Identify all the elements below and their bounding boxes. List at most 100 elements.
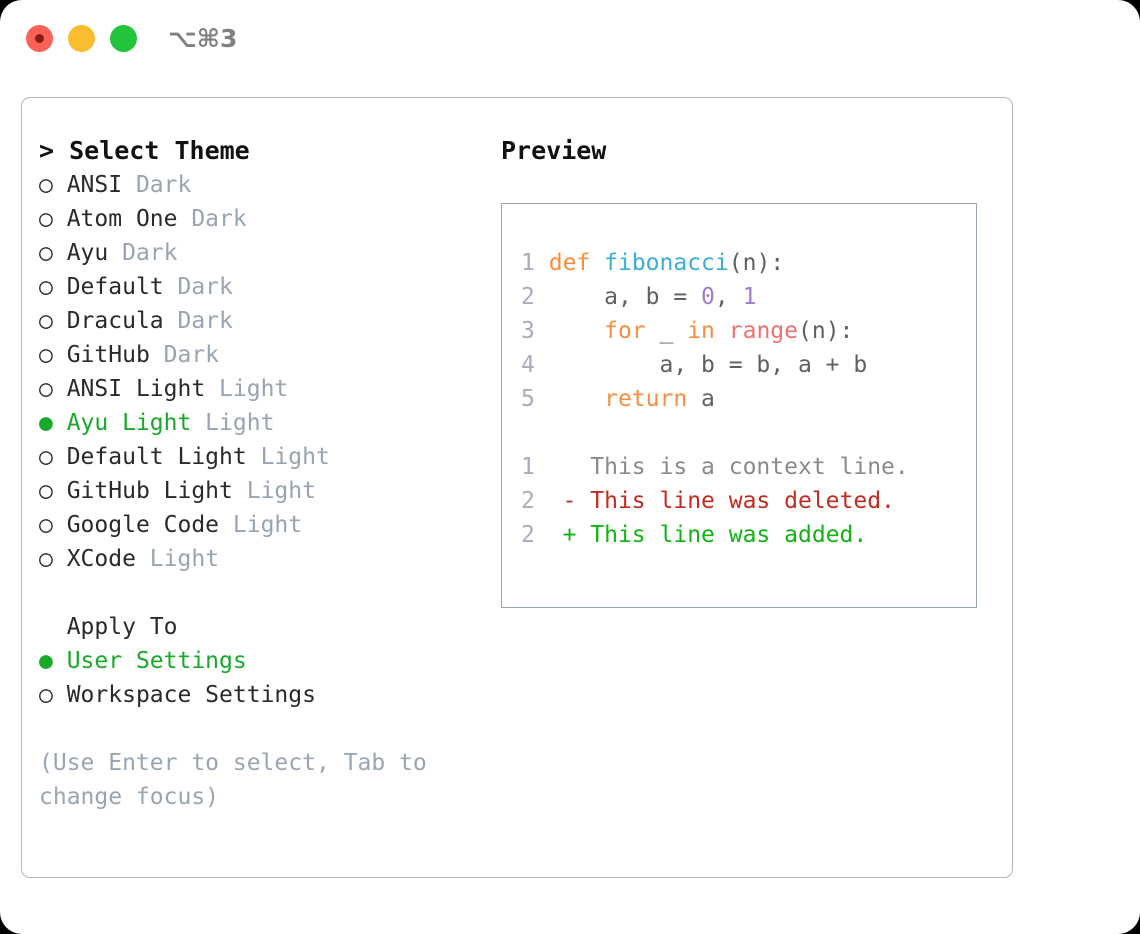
code-token: 0	[701, 284, 715, 310]
diff-preview: 1 This is a context line.2 - This line w…	[502, 450, 976, 552]
line-number: 2	[521, 522, 535, 548]
preview-box: 1 def fibonacci (n): 2 a, b = 0, 1 3 for _ …	[501, 203, 977, 608]
diff-marker	[563, 454, 591, 480]
gutter-space	[535, 250, 549, 276]
apply-to-option-user-settings[interactable]: ● User Settings	[39, 644, 479, 678]
radio-unselected-icon: ○	[39, 206, 67, 232]
radio-unselected-icon: ○	[39, 172, 67, 198]
apply-to-options: ● User Settings○ Workspace Settings	[39, 644, 479, 712]
gutter-space	[535, 522, 563, 548]
theme-variant-badge: Light	[191, 410, 275, 436]
theme-option-ansi[interactable]: ○ ANSI Dark	[39, 168, 479, 202]
theme-option-default-light[interactable]: ○ Default Light Light	[39, 440, 479, 474]
title-bar: ⌥⌘3	[0, 0, 1140, 78]
theme-name: Ayu Light	[66, 410, 192, 436]
apply-to-option-workspace-settings[interactable]: ○ Workspace Settings	[39, 678, 479, 712]
code-token	[549, 318, 604, 344]
gutter-space	[535, 386, 549, 412]
diff-marker: +	[562, 522, 591, 548]
code-token: _	[645, 318, 688, 344]
line-number: 2	[521, 488, 535, 514]
code-token: (n):	[798, 318, 854, 344]
diff-text: This is a context line.	[590, 454, 909, 480]
line-number: 4	[521, 352, 535, 378]
radio-unselected-icon: ○	[39, 682, 67, 708]
theme-option-xcode[interactable]: ○ XCode Light	[39, 542, 479, 576]
code-token: fibonacci	[604, 250, 729, 276]
minimize-window-icon[interactable]	[68, 25, 95, 52]
radio-unselected-icon: ○	[39, 478, 67, 504]
traffic-light-buttons	[26, 25, 137, 52]
spacer	[502, 416, 976, 450]
line-number: 1	[521, 454, 535, 480]
theme-variant-badge: Dark	[177, 206, 247, 232]
theme-name: XCode	[66, 546, 136, 572]
radio-unselected-icon: ○	[39, 512, 67, 538]
code-token: for	[604, 318, 646, 344]
theme-variant-badge: Dark	[149, 342, 220, 368]
theme-option-default[interactable]: ○ Default Dark	[39, 270, 479, 304]
code-token: def	[548, 250, 591, 276]
theme-selector-column: > Select Theme ○ ANSI Dark○ Atom One Dar…	[39, 134, 479, 814]
code-line: 3 for _ in range(n):	[502, 314, 976, 348]
radio-unselected-icon: ○	[39, 444, 67, 470]
code-token	[715, 318, 729, 344]
line-number: 5	[521, 386, 535, 412]
code-token: return	[604, 386, 688, 412]
maximize-window-icon[interactable]	[110, 25, 137, 52]
spacer	[39, 576, 479, 610]
theme-option-github[interactable]: ○ GitHub Dark	[39, 338, 479, 372]
theme-variant-badge: Dark	[122, 172, 192, 198]
theme-name: GitHub Light	[66, 478, 233, 504]
code-token: in	[687, 318, 715, 344]
radio-unselected-icon: ○	[39, 546, 67, 572]
radio-selected-icon: ●	[39, 648, 67, 674]
line-number: 1	[521, 250, 535, 276]
theme-name: Google Code	[66, 512, 220, 538]
theme-option-ayu[interactable]: ○ Ayu Dark	[39, 236, 479, 270]
diff-line: 2 - This line was deleted.	[502, 484, 976, 518]
select-theme-header: > Select Theme	[39, 136, 250, 165]
radio-unselected-icon: ○	[39, 274, 67, 300]
radio-unselected-icon: ○	[39, 376, 67, 402]
radio-unselected-icon: ○	[39, 308, 67, 334]
theme-name: Default	[66, 274, 164, 300]
gutter-space	[535, 488, 563, 514]
gutter-space	[535, 318, 549, 344]
theme-name: ANSI	[66, 172, 123, 198]
theme-variant-badge: Light	[205, 376, 289, 402]
line-number: 2	[521, 284, 535, 310]
theme-variant-badge: Light	[219, 512, 303, 538]
radio-unselected-icon: ○	[39, 240, 67, 266]
code-token	[549, 386, 604, 412]
theme-variant-badge: Dark	[163, 308, 233, 334]
diff-text: This line was deleted.	[590, 488, 895, 514]
theme-option-ayu-light[interactable]: ● Ayu Light Light	[39, 406, 479, 440]
preview-title: Preview	[501, 136, 607, 165]
theme-option-dracula[interactable]: ○ Dracula Dark	[39, 304, 479, 338]
close-window-icon[interactable]	[26, 25, 53, 52]
theme-option-google-code[interactable]: ○ Google Code Light	[39, 508, 479, 542]
diff-line: 2 + This line was added.	[502, 518, 976, 552]
apply-to-label: Workspace Settings	[66, 682, 316, 708]
theme-option-ansi-light[interactable]: ○ ANSI Light Light	[39, 372, 479, 406]
diff-text: This line was added.	[590, 522, 868, 548]
keyboard-hint-text: (Use Enter to select, Tab to change focu…	[39, 750, 427, 810]
theme-variant-badge: Light	[232, 478, 316, 504]
code-token: a, b =	[548, 284, 702, 310]
theme-option-github-light[interactable]: ○ GitHub Light Light	[39, 474, 479, 508]
theme-option-atom-one[interactable]: ○ Atom One Dark	[39, 202, 479, 236]
radio-selected-icon: ●	[39, 410, 67, 436]
line-number: 3	[521, 318, 535, 344]
diff-line: 1 This is a context line.	[502, 450, 976, 484]
code-token: ,	[714, 284, 743, 310]
theme-name: Default Light	[66, 444, 247, 470]
theme-variant-badge: Light	[135, 546, 220, 572]
theme-name: GitHub	[66, 342, 150, 368]
theme-list: ○ ANSI Dark○ Atom One Dark○ Ayu Dark○ De…	[39, 168, 479, 576]
theme-name: Atom One	[66, 206, 178, 232]
code-token: a	[687, 386, 715, 412]
main-panel: > Select Theme ○ ANSI Dark○ Atom One Dar…	[21, 97, 1013, 878]
